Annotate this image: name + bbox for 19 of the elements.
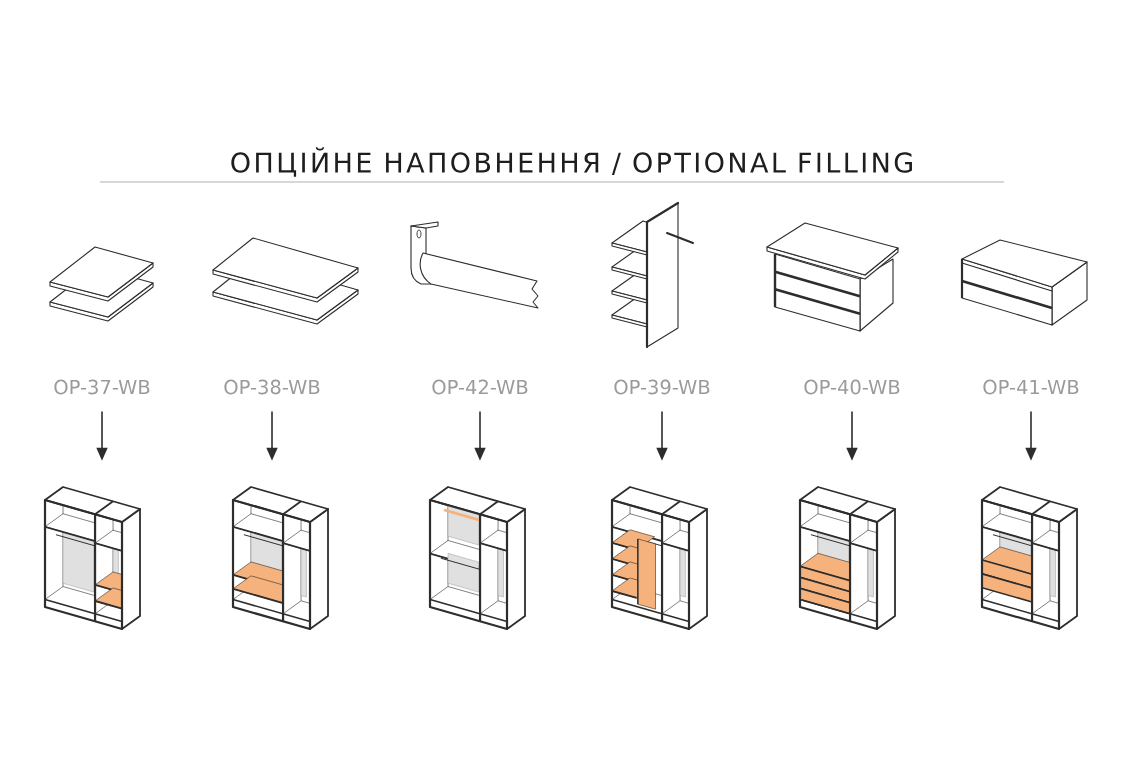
wardrobe-drawing	[798, 486, 896, 631]
drawer-unit-drawing	[960, 239, 1088, 326]
wardrobe-drawing	[231, 486, 329, 631]
title: ОПЦІЙНЕ НАПОВНЕННЯ / OPTIONAL FILLING	[231, 147, 912, 177]
shelf-unit-drawing	[611, 201, 694, 349]
product-code: OP-38-WB	[224, 379, 320, 395]
product-code: OP-39-WB	[614, 379, 710, 395]
wardrobe-drawing	[43, 486, 141, 631]
product-code: OP-40-WB	[804, 379, 900, 395]
shelves-drawing	[49, 246, 154, 322]
wardrobe-drawing	[428, 486, 526, 631]
rail-holder-drawing	[410, 221, 539, 309]
drawer-unit-drawing	[766, 222, 899, 332]
wardrobe-drawing	[980, 486, 1078, 631]
product-code: OP-37-WB	[54, 379, 150, 395]
shelves-drawing	[212, 237, 359, 325]
wardrobe-drawing	[610, 486, 708, 631]
product-code: OP-41-WB	[983, 379, 1079, 395]
product-code: OP-42-WB	[432, 379, 528, 395]
